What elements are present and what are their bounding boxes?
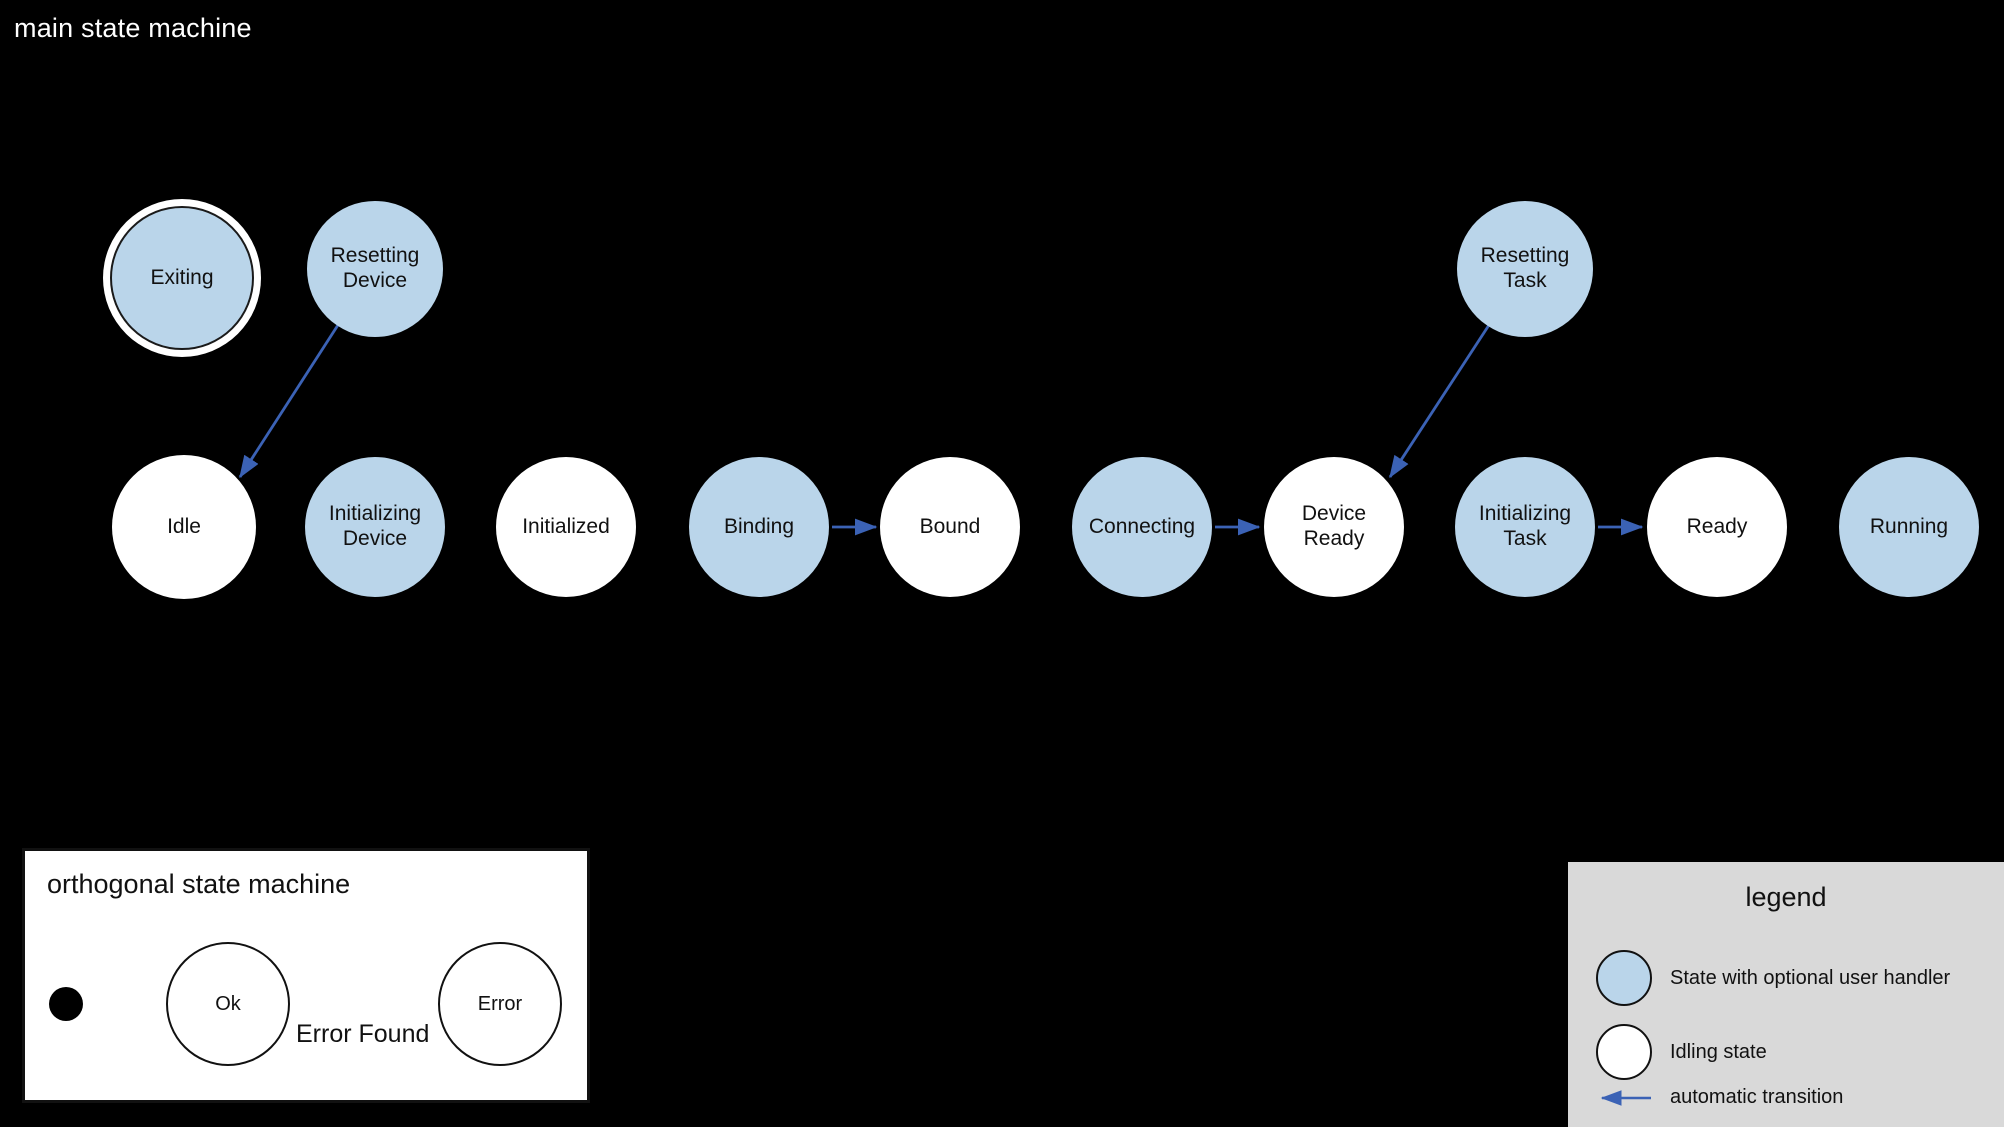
state-node-bound[interactable]: Bound — [880, 457, 1020, 597]
state-node-label: Initializing Device — [328, 502, 422, 550]
ortho-state-node-ok[interactable]: Ok — [166, 942, 290, 1066]
state-node-initializing-task[interactable]: Initializing Task — [1455, 457, 1595, 597]
state-node-idle[interactable]: Idle — [112, 455, 256, 599]
legend-item-idling-state: Idling state — [1596, 1024, 1767, 1080]
initial-state-dot-icon — [49, 987, 83, 1021]
state-node-resetting-device[interactable]: Resetting Device — [307, 201, 443, 337]
ortho-state-node-label: Error — [477, 992, 523, 1015]
state-node-label: Resetting Device — [330, 244, 420, 292]
ortho-transition-label: Error Found — [296, 1020, 430, 1048]
state-node-label: Initializing Task — [1478, 502, 1572, 550]
state-node-label: Exiting — [150, 265, 214, 289]
legend-item-label: Idling state — [1670, 1040, 1767, 1063]
idling-state-swatch-icon — [1596, 1024, 1652, 1080]
handler-state-swatch-icon — [1596, 950, 1652, 1006]
arrow-left-icon — [1596, 1088, 1652, 1108]
legend-item-handler-state: State with optional user handler — [1596, 950, 1950, 1006]
state-node-ready[interactable]: Ready — [1647, 457, 1787, 597]
state-node-initialized[interactable]: Initialized — [496, 457, 636, 597]
legend-panel: legend State with optional user handler … — [1568, 862, 2004, 1127]
state-node-running[interactable]: Running — [1839, 457, 1979, 597]
state-node-label: Resetting Task — [1480, 244, 1570, 292]
transition-resetting-task-to-device-ready — [1388, 324, 1491, 479]
state-node-initializing-device[interactable]: Initializing Device — [305, 457, 445, 597]
state-node-label: Connecting — [1088, 514, 1196, 538]
legend-item-automatic-transition: automatic transition — [1596, 1086, 1843, 1109]
state-node-label: Device Ready — [1301, 502, 1367, 550]
transition-resetting-device-to-idle — [238, 324, 340, 479]
page-title: main state machine — [14, 13, 252, 43]
state-node-exiting[interactable]: Exiting — [110, 206, 254, 350]
state-node-label: Running — [1869, 514, 1949, 538]
state-node-label: Idle — [167, 514, 201, 538]
legend-item-label: State with optional user handler — [1670, 966, 1951, 989]
state-node-label: Ready — [1686, 514, 1748, 538]
ortho-state-node-label: Ok — [215, 992, 241, 1015]
main-transition-edges — [238, 324, 1644, 536]
legend-title: legend — [1745, 882, 1827, 912]
state-node-label: Bound — [919, 514, 981, 538]
state-node-label: Initialized — [522, 514, 610, 538]
state-node-connecting[interactable]: Connecting — [1072, 457, 1212, 597]
state-node-device-ready[interactable]: Device Ready — [1264, 457, 1404, 597]
state-node-binding[interactable]: Binding — [689, 457, 829, 597]
orthogonal-panel-title: orthogonal state machine — [47, 869, 351, 899]
ortho-state-node-error[interactable]: Error — [438, 942, 562, 1066]
legend-item-label: automatic transition — [1670, 1086, 1844, 1108]
state-node-resetting-task[interactable]: Resetting Task — [1457, 201, 1593, 337]
state-node-label: Binding — [723, 514, 795, 538]
